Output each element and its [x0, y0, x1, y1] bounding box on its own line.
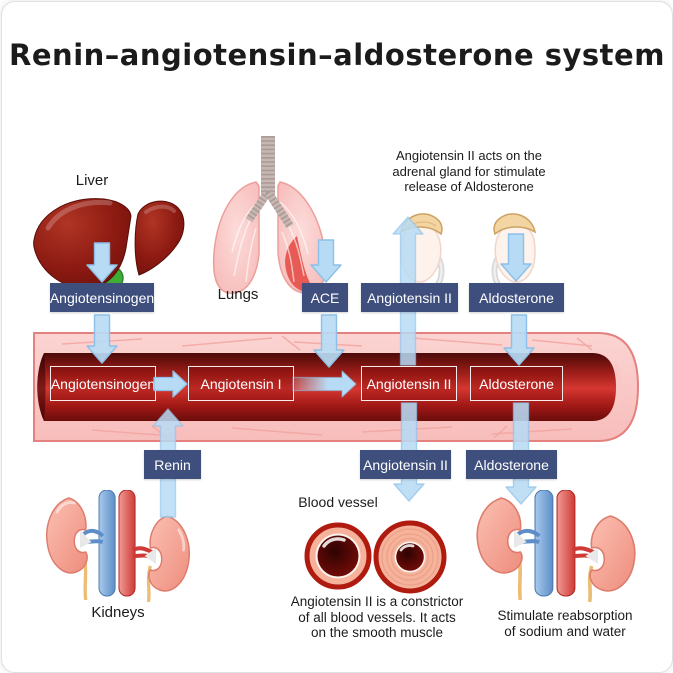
- bloodstream-angiotensinogen: Angiotensinogen: [50, 366, 156, 401]
- reabsorption-note-line1: Stimulate reabsorption: [497, 608, 633, 623]
- lungs-label: Lungs: [217, 286, 259, 303]
- lung-inflamed-region: [285, 236, 315, 293]
- reabsorption-note-line2: of sodium and water: [504, 623, 626, 639]
- box-aldosterone-adrenal: Aldosterone: [469, 283, 564, 312]
- adrenal-note-line1: Angiotensin II acts on the: [396, 148, 542, 163]
- kidneys-label: Kidneys: [91, 604, 145, 621]
- liver-label: Liver: [75, 172, 109, 189]
- box-angiotensin-ii-effect: Angiotensin II: [360, 450, 451, 479]
- arrow-ace-to-vessel: [313, 314, 345, 368]
- constrictor-note-line2: of all blood vessels. It acts: [298, 609, 456, 625]
- arrow-aldosterone-to-vessel: [503, 314, 535, 366]
- reabsorption-note: Stimulate reabsorption of sodium and wat…: [480, 608, 650, 639]
- constrictor-note-line3: on the smooth muscle: [310, 625, 444, 640]
- bloodstream-angiotensin-i: Angiotensin I: [188, 366, 294, 401]
- box-angiotensin-ii-adrenal: Angiotensin II: [361, 283, 458, 312]
- constrictor-note: Angiotensin II is a constrictor of all b…: [282, 594, 472, 641]
- box-ace: ACE: [302, 283, 348, 312]
- arrow-angiotensinogen-to-vessel: [86, 314, 118, 364]
- arrow-liver-to-angiotensinogen: [86, 242, 118, 283]
- page-title: Renin–angiotensin–aldosterone system: [9, 38, 665, 72]
- bloodstream-angiotensin-ii: Angiotensin II: [361, 366, 457, 401]
- adrenal-note: Angiotensin II acts on the adrenal gland…: [360, 148, 578, 195]
- blood-vessel-cross-sections: [304, 520, 447, 594]
- adrenal-note-line2: adrenal gland for stimulate: [392, 163, 546, 179]
- box-angiotensinogen: Angiotensinogen: [50, 283, 154, 312]
- kidneys-left-pair: [46, 490, 190, 602]
- kidneys-right-pair: [476, 490, 636, 602]
- constrictor-note-line1: Angiotensin II is a constrictor: [290, 594, 464, 609]
- arrow-adrenal-to-aldosterone: [500, 233, 532, 282]
- flow-arrow-i-to-ii: [292, 370, 357, 398]
- flow-arrow-angiotensinogen-to-i: [153, 370, 188, 398]
- arrow-lungs-to-ace: [310, 239, 342, 283]
- adrenal-note-line3: release of Aldosterone: [404, 179, 534, 194]
- box-renin: Renin: [144, 450, 201, 479]
- blood-vessel-label: Blood vessel: [298, 494, 378, 510]
- box-aldosterone-effect: Aldosterone: [466, 450, 557, 479]
- bloodstream-aldosterone: Aldosterone: [470, 366, 563, 401]
